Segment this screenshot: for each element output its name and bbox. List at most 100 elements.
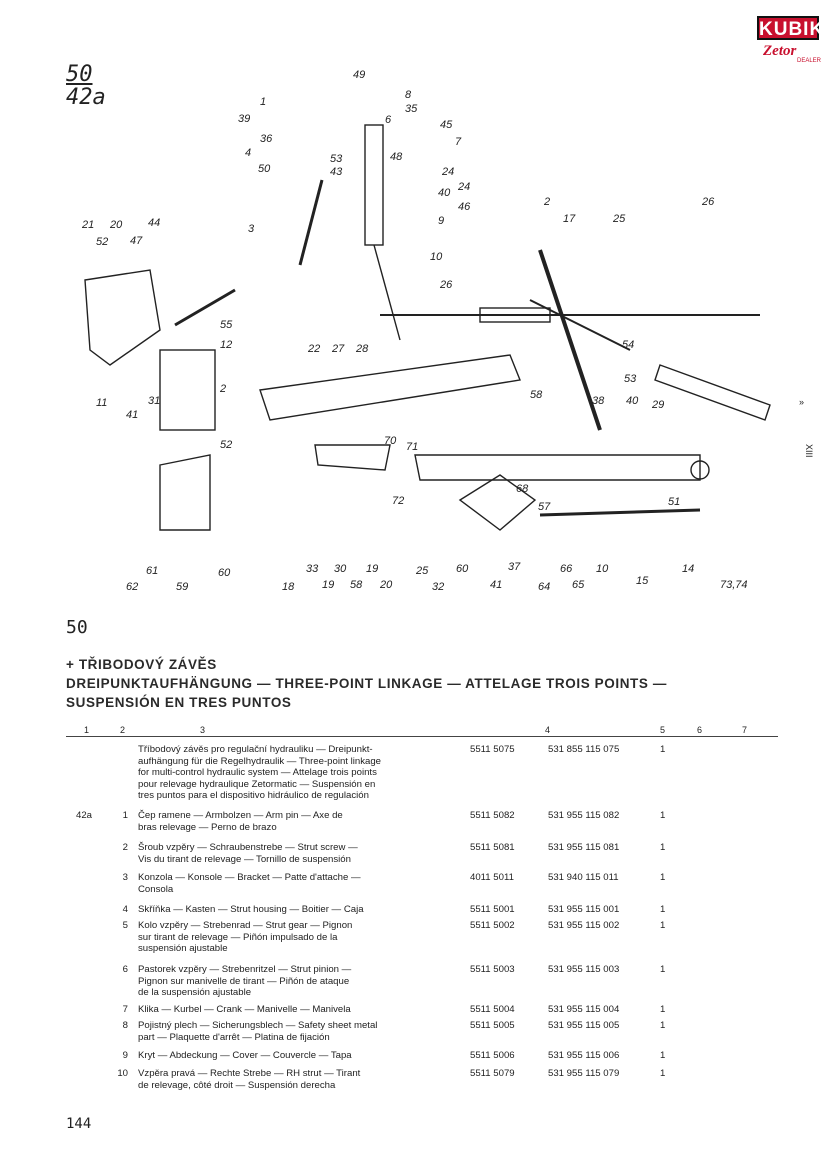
row-part-number: 5511 5081 [470, 842, 515, 853]
row-ref: 42a [76, 810, 93, 821]
logo-kubik-text: KUBIK [757, 16, 823, 40]
row-quantity: 1 [660, 1068, 666, 1079]
diagram-label: 4 [245, 147, 251, 159]
diagram-label: 29 [651, 399, 664, 411]
diagram-labels: 49 1 8 35 39 36 6 45 7 4 53 43 48 24 50 … [81, 69, 748, 593]
row-description: Kolo vzpěry — Strebenrad — Strut gear — … [138, 920, 353, 955]
title-line-3: SUSPENSIÓN EN TRES PUNTOS [66, 695, 292, 710]
row-catalog-number: 531 955 115 006 [548, 1050, 620, 1061]
row-quantity: 1 [660, 1050, 666, 1061]
row-catalog-number: 531 955 115 001 [548, 904, 620, 915]
diagram-label: 2 [219, 383, 226, 395]
diagram-label: 18 [282, 581, 295, 593]
row-part-number: 5511 5001 [470, 904, 515, 915]
diagram-label: 25 [415, 565, 429, 577]
logo-zetor-text: Zetor [763, 43, 797, 59]
diagram-label: 59 [176, 581, 188, 593]
row-catalog-number: 531 955 115 082 [548, 810, 620, 821]
row-description: Pastorek vzpěry — Strebenritzel — Strut … [138, 964, 352, 999]
diagram-label: 46 [458, 201, 471, 213]
right-strut-shape [538, 249, 602, 431]
diagram-label: 48 [390, 151, 403, 163]
row-description: Kryt — Abdeckung — Cover — Couvercle — T… [138, 1050, 352, 1061]
diagram-label: 3 [248, 223, 255, 235]
diagram-label: 66 [560, 563, 573, 575]
diagram-label: 54 [622, 339, 634, 351]
diagram-label: 15 [636, 575, 649, 587]
row-quantity: 1 [660, 1020, 666, 1031]
diagram-label: 64 [538, 581, 550, 593]
row-number: 2 [122, 842, 128, 853]
long-bolt-shape [298, 179, 324, 266]
diagram-label: 43 [330, 166, 343, 178]
diagram-label: 62 [126, 581, 138, 593]
row-quantity: 1 [660, 904, 666, 915]
title-line-2: DREIPUNKTAUFHÄNGUNG — THREE-POINT LINKAG… [66, 676, 667, 691]
diagram-label: 45 [440, 119, 453, 131]
diagram-label: 51 [668, 496, 680, 508]
diagram-label: 50 [258, 163, 271, 175]
row-part-number: 5511 5003 [470, 964, 515, 975]
diagram-label: 2 [543, 196, 550, 208]
diagram-label: 6 [385, 114, 392, 126]
row-number: 9 [122, 1050, 128, 1061]
column-header-7: 7 [742, 725, 748, 735]
page-code: 50 42a [66, 62, 106, 110]
diagram-label: 24 [441, 166, 454, 178]
diagram-label: 1 [260, 96, 266, 108]
row-number: 3 [122, 872, 128, 883]
row-part-number: 5511 5082 [470, 810, 515, 821]
diagram-label: 40 [438, 187, 451, 199]
diagram-label: 57 [538, 501, 551, 513]
diagram-label: 21 [81, 219, 94, 231]
row-quantity: 1 [660, 872, 666, 883]
bracket-plate-shape [159, 349, 216, 431]
diagram-label: 19 [366, 563, 378, 575]
drawbar-shape [654, 364, 771, 421]
column-header-5: 5 [660, 725, 666, 735]
diagram-label: 58 [530, 389, 543, 401]
row-description: Čep ramene — Armbolzen — Arm pin — Axe d… [138, 810, 343, 833]
arm-end-shape [314, 444, 391, 471]
diagram-label: 19 [322, 579, 334, 591]
diagram-label: 10 [596, 563, 609, 575]
diagram-label: 41 [490, 579, 502, 591]
row-number: 6 [122, 964, 128, 975]
section-number: 50 [66, 617, 88, 638]
row-quantity: 1 [660, 842, 666, 853]
row-part-number: 5511 5006 [470, 1050, 515, 1061]
row-catalog-number: 531 955 115 081 [548, 842, 620, 853]
kubik-zetor-logo: KUBIK Zetor DEALER [757, 16, 823, 68]
exploded-diagram: 49 1 8 35 39 36 6 45 7 4 53 43 48 24 50 … [81, 69, 771, 593]
diagram-label: 9 [438, 215, 444, 227]
row-description: Šroub vzpěry — Schraubenstrebe — Strut s… [138, 842, 358, 865]
diagram-label: 20 [379, 579, 393, 591]
diagram-label: 52 [96, 236, 108, 248]
diagram-label: 52 [220, 439, 232, 451]
diagram-label: 20 [109, 219, 123, 231]
diagram-label: 24 [457, 181, 470, 193]
column-header-1: 1 [84, 725, 90, 735]
row-number: 7 [122, 1004, 128, 1015]
row-description: Pojistný plech — Sicherungsblech — Safet… [138, 1020, 378, 1043]
row-catalog-number: 531 855 115 075 [548, 744, 620, 755]
side-mark-a: » [799, 397, 805, 407]
row-quantity: 1 [660, 1004, 666, 1015]
row-catalog-number: 531 955 115 079 [548, 1068, 620, 1079]
column-header-3: 3 [200, 725, 206, 735]
diagram-label: 49 [353, 69, 365, 81]
section-title: + TŘIBODOVÝ ZÁVĚS DREIPUNKTAUFHÄNGUNG — … [66, 655, 667, 712]
diagram-label: 65 [572, 579, 585, 591]
strut-shaft-shape [373, 244, 401, 341]
diagram-label: 11 [96, 397, 107, 409]
row-part-number: 5511 5002 [470, 920, 515, 931]
diagram-label: 70 [384, 435, 397, 447]
diagram-label: 32 [432, 581, 444, 593]
page-number: 144 [66, 1116, 92, 1132]
ball-end-shape [690, 460, 710, 480]
row-description: Vzpěra pravá — Rechte Strebe — RH strut … [138, 1068, 361, 1091]
diagram-label: 27 [331, 343, 345, 355]
diagram-label: 72 [392, 495, 404, 507]
page-code-bottom: 42a [66, 85, 106, 110]
row-description: Skříňka — Kasten — Strut housing — Boiti… [138, 904, 364, 915]
